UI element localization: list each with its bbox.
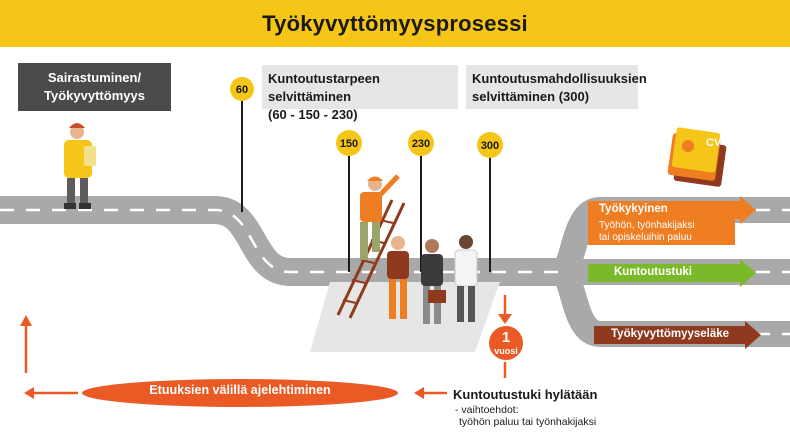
route-able-label: Työkykyinen <box>599 203 668 215</box>
arrow-up-loop <box>20 315 32 373</box>
marker-300: 300 <box>477 132 503 272</box>
rejection-title: Kuntoutustuki hylätään <box>453 387 598 402</box>
drift-pill <box>82 379 398 407</box>
marker-150: 150 <box>336 130 362 272</box>
arrow-to-drift <box>414 387 447 399</box>
assessment-line-2: (60 - 150 - 230) <box>268 107 358 122</box>
cv-label: CV <box>706 137 722 149</box>
assessment-line-1: Kuntoutustarpeen selvittäminen <box>268 71 380 104</box>
route-arrow-rehab <box>588 259 756 287</box>
people-group-figure <box>387 235 478 324</box>
title-bar: Työkyvyttömyysprosessi <box>0 0 790 47</box>
marker-60-label: 60 <box>236 84 248 96</box>
ladder-climber-figure <box>336 174 406 319</box>
marker-230-label: 230 <box>412 138 430 150</box>
drift-label: Etuuksien välillä ajelehtiminen <box>149 383 331 397</box>
year-badge <box>489 295 523 360</box>
sick-person-figure <box>64 123 96 209</box>
cv-card-icon: CV <box>667 127 727 187</box>
marker-230: 230 <box>408 130 434 272</box>
marker-300-label: 300 <box>481 140 499 152</box>
sick-box: Sairastuminen/ Työkyvyttömyys <box>18 63 171 111</box>
route-rehab-label: Kuntoutustuki <box>614 266 692 278</box>
sick-line-2: Työkyvyttömyys <box>44 88 145 103</box>
options-line-2: selvittäminen (300) <box>472 89 590 104</box>
rejection-sub-2: työhön paluu tai työnhakijaksi <box>459 416 597 428</box>
route-arrow-pension <box>594 321 761 349</box>
sick-line-1: Sairastuminen/ <box>47 70 142 85</box>
year-badge-unit: vuosi <box>494 346 518 356</box>
route-pension-label: Työkyvyttömyyseläke <box>611 328 730 340</box>
options-line-1: Kuntoutusmahdollisuuksien <box>472 71 647 86</box>
rejection-sub-1: - vaihtoehdot: <box>455 404 519 416</box>
marker-60: 60 <box>230 77 254 212</box>
options-box: Kuntoutusmahdollisuuksien selvittäminen … <box>466 65 647 109</box>
route-arrow-able <box>588 196 756 245</box>
year-badge-number: 1 <box>501 329 511 346</box>
page-title: Työkyvyttömyysprosessi <box>262 10 528 36</box>
assessment-box: Kuntoutustarpeen selvittäminen (60 - 150… <box>262 65 458 122</box>
route-able-sub-1: Työhön, työnhakijaksi <box>599 220 695 231</box>
route-able-sub-2: tai opiskeluihin paluu <box>599 232 692 243</box>
marker-150-label: 150 <box>340 138 358 150</box>
arrow-left-exit <box>24 387 78 399</box>
